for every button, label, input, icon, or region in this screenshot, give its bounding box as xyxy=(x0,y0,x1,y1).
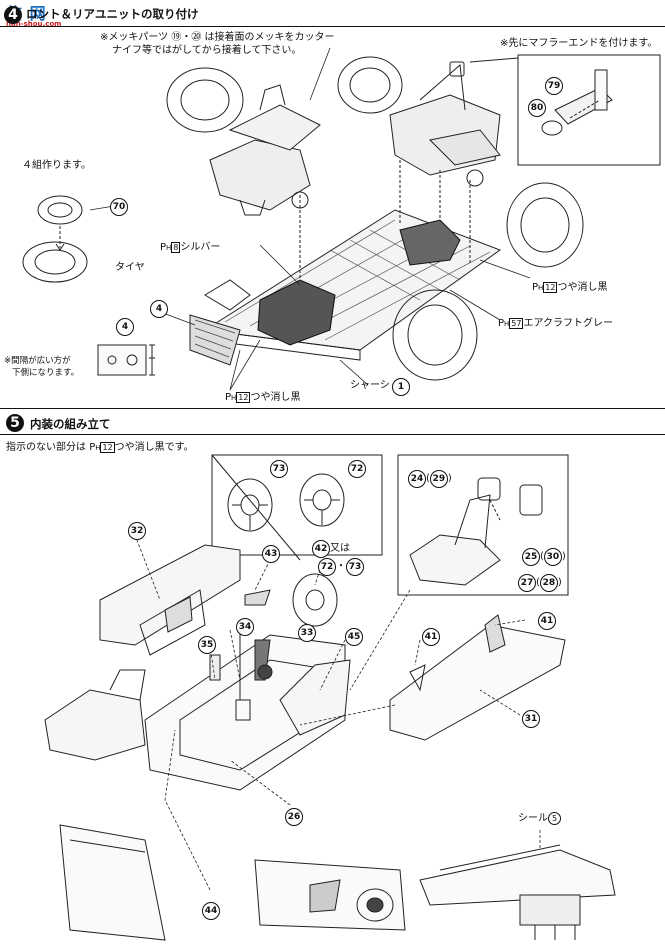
part-34: 34 xyxy=(236,618,254,636)
note-unspecified-tail: つや消し黒です。 xyxy=(114,442,194,453)
paint-black-bottom-label: つや消し黒 xyxy=(250,392,301,403)
seat-parts-27-28: 27(28) xyxy=(518,574,562,592)
part-42: 42 xyxy=(312,540,330,558)
part-31: 31 xyxy=(522,710,540,728)
note-plating-2: ナイフ等ではがしてから接着して下さい。 xyxy=(112,45,302,56)
paint-black-right-label: つや消し黒 xyxy=(557,282,608,293)
note-unspecified-code: 12 xyxy=(100,442,115,453)
part-70: 70 xyxy=(110,198,128,216)
part-32: 32 xyxy=(128,522,146,540)
door-panel-left-drawing xyxy=(59,824,166,941)
step4-rule xyxy=(0,26,665,27)
part-43: 43 xyxy=(262,545,280,563)
seal-text: シール xyxy=(518,813,548,824)
part-35: 35 xyxy=(198,636,216,654)
part-41-right: 41 xyxy=(538,612,556,630)
label-or: 又は xyxy=(330,543,350,554)
part-chassis-1: 1 xyxy=(392,378,410,396)
part-29: 29 xyxy=(429,470,448,488)
part-73b: 73 xyxy=(346,558,364,576)
paint-gray-prefix: P xyxy=(498,318,505,329)
spacer-detail-drawing xyxy=(97,344,155,376)
front-suspension-drawing xyxy=(209,84,321,300)
paint-black-bottom-prefix: P xyxy=(225,392,232,403)
chassis-drawing xyxy=(203,209,502,361)
step5-rule-top xyxy=(0,408,665,409)
door-trim-drawing xyxy=(254,859,406,931)
part-44: 44 xyxy=(202,902,220,920)
note-gap-2: 下側になります。 xyxy=(12,368,80,378)
part-79: 79 xyxy=(545,77,563,95)
note-unspecified-lead: 指示のない部分は xyxy=(6,442,86,453)
dashboard-drawing xyxy=(99,544,271,656)
part-26: 26 xyxy=(285,808,303,826)
note-unspecified-prefix: P xyxy=(89,442,96,453)
part-45: 45 xyxy=(345,628,363,646)
wheel-drawings xyxy=(22,56,584,381)
steering-wheel-box xyxy=(211,454,383,627)
paint-silver-prefix: P xyxy=(160,242,167,253)
dash-seal-drawing xyxy=(419,844,616,940)
part-41-left: 41 xyxy=(422,628,440,646)
paint-black-bottom-code: 12 xyxy=(236,392,251,403)
part-33: 33 xyxy=(298,624,316,642)
label-tire: タイヤ xyxy=(115,262,145,273)
rear-suspension-drawing xyxy=(389,61,501,265)
note-muffler: ※先にマフラーエンドを付けます。 xyxy=(500,38,658,49)
note-gap: ※間隔が広い方が xyxy=(4,356,71,366)
part-72: 72 xyxy=(348,460,366,478)
seat-detail-box xyxy=(397,454,569,596)
seal-number: 5 xyxy=(548,812,561,825)
note-plating: ※メッキパーツ ⑲・⑳ は接着面のメッキをカッター xyxy=(100,32,335,43)
seat-parts-24-29: 24(29) xyxy=(408,470,452,488)
seat-drawings xyxy=(44,659,351,761)
part-4-callout: 4 xyxy=(150,300,168,318)
engine-drawing xyxy=(257,219,461,346)
part-28: 28 xyxy=(539,574,558,592)
radiator-drawing xyxy=(189,279,251,366)
paint-silver-code: 8 xyxy=(171,242,181,253)
part-24: 24 xyxy=(408,470,426,488)
part-72b: 72 xyxy=(318,558,336,576)
part-25: 25 xyxy=(522,548,540,566)
label-chassis: シャーシ xyxy=(350,380,390,391)
paint-silver-label: シルバー xyxy=(180,242,221,253)
seat-parts-25-30: 25(30) xyxy=(522,548,566,566)
step5-number: 5 xyxy=(6,414,24,432)
step5-rule xyxy=(0,434,665,435)
part-27: 27 xyxy=(518,574,536,592)
paint-black-right-prefix: P xyxy=(532,282,539,293)
step5-title: 内装の組み立て xyxy=(30,417,111,431)
part-4-detail: 4 xyxy=(116,318,134,336)
step4-title: ロント＆リアユニットの取り付け xyxy=(26,7,199,21)
part-80: 80 xyxy=(528,99,546,117)
part-30: 30 xyxy=(543,548,562,566)
watermark-url: nan-shou.com xyxy=(6,20,62,28)
note-four-sets: ４組作ります。 xyxy=(22,160,91,171)
step4-number: 4 xyxy=(4,6,22,24)
steering-alt-parts: 72・73 xyxy=(318,558,364,576)
part-73: 73 xyxy=(270,460,288,478)
paint-black-right-code: 12 xyxy=(543,282,558,293)
paint-gray-code: 57 xyxy=(509,318,524,329)
paint-gray-label: エアクラフトグレー xyxy=(523,318,613,329)
muffler-detail-box xyxy=(469,54,661,166)
floor-tub-drawing xyxy=(144,620,346,791)
